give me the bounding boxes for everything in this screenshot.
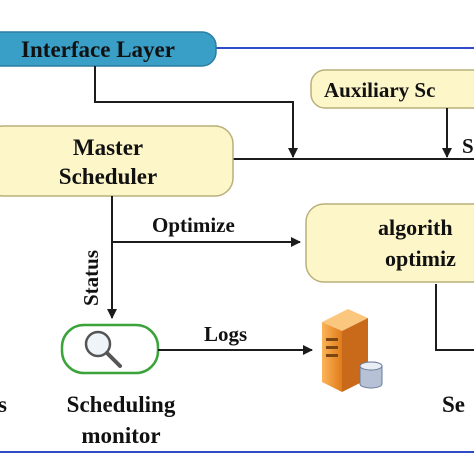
algorithm-box (305, 203, 474, 283)
master-scheduler-box (0, 125, 234, 197)
algorithm-down-edge (435, 284, 474, 351)
algorithm-line1: algorith (378, 215, 453, 240)
master-scheduler-line2: Scheduler (59, 164, 157, 189)
monitor-line1: Scheduling (67, 392, 176, 417)
left-bottom-label: s (0, 392, 7, 417)
optimize-label: Optimize (152, 213, 235, 237)
server-icon (322, 309, 383, 392)
right-top-label: S (462, 134, 474, 158)
magnifier-icon (84, 330, 122, 368)
algorithm-line2: optimiz (385, 246, 456, 271)
interface-layer-label: Interface Layer (21, 37, 175, 62)
interface-layer-box (0, 31, 217, 67)
auxiliary-label: Auxiliary Sc (324, 78, 435, 102)
monitor-line2: monitor (81, 423, 160, 448)
status-label: Status (79, 250, 103, 306)
auxiliary-box (310, 69, 474, 109)
right-bottom-label: Se (442, 392, 465, 417)
master-scheduler-line1: Master (73, 135, 143, 160)
interface-to-scheduler-edge (94, 66, 298, 158)
logs-label: Logs (204, 322, 247, 346)
